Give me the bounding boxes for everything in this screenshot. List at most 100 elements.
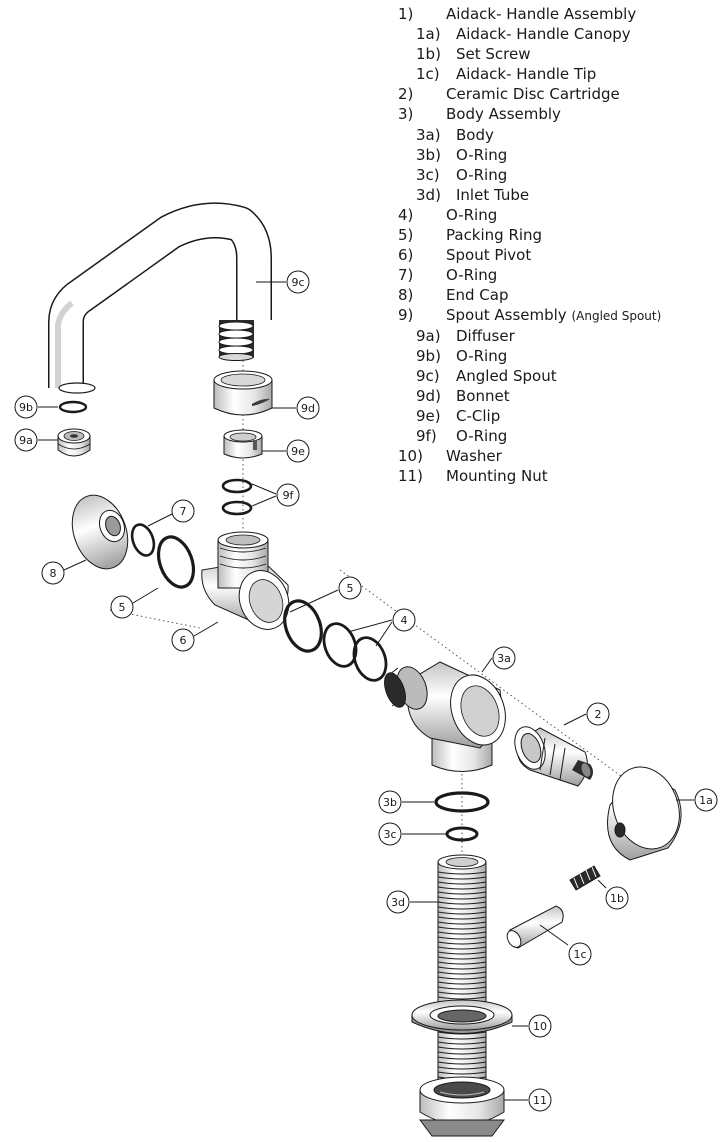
parts-list-item: 9c)Angled Spout [398, 366, 723, 386]
svg-text:3c: 3c [383, 828, 396, 841]
svg-text:1b: 1b [610, 892, 624, 905]
part-name-text: O-Ring [456, 426, 508, 445]
packing-ring-right-part [283, 599, 323, 653]
spout-pivot-part [201, 531, 290, 630]
callout-3c: 3c [378, 822, 402, 846]
part-number: 8) [398, 286, 414, 305]
parts-list-item: 9)Spout Assembly (Angled Spout) [398, 305, 723, 325]
part-number: 9a) [416, 326, 441, 345]
o-ring-3b-part [434, 791, 490, 813]
handle-canopy-part [607, 766, 682, 861]
part-number: 1c) [416, 65, 440, 84]
diffuser-part [57, 428, 91, 457]
svg-text:10: 10 [533, 1020, 547, 1033]
parts-list-item: 1b)Set Screw [398, 44, 723, 64]
part-name-text: Spout Pivot [446, 246, 532, 265]
part-name-text: Body [456, 125, 494, 144]
callout-3b: 3b [378, 790, 402, 814]
set-screw-part [569, 865, 601, 891]
callout-6: 6 [171, 628, 195, 652]
parts-list-item: 1a)Aidack- Handle Canopy [398, 24, 723, 44]
svg-text:9e: 9e [291, 445, 305, 458]
part-name: O-Ring [456, 346, 507, 366]
svg-text:5: 5 [119, 601, 126, 614]
end-cap-part [71, 494, 129, 570]
callout-9b: 9b [14, 395, 38, 419]
part-name: Aidack- Handle Assembly [446, 4, 636, 24]
part-name-text: O-Ring [446, 266, 498, 285]
parts-list-item: 6) Spout Pivot [398, 245, 723, 265]
part-name: Inlet Tube [456, 185, 529, 205]
part-number: 10) [398, 447, 423, 466]
part-name-text: Ceramic Disc Cartridge [446, 85, 620, 104]
part-name: Angled Spout [456, 366, 557, 386]
o-ring-3c-part [445, 826, 479, 842]
part-name: Bonnet [456, 386, 510, 406]
parts-list-item: 1c) Aidack- Handle Tip [398, 64, 723, 84]
part-number: 3b) [416, 145, 441, 164]
part-name-text: Set Screw [456, 45, 531, 64]
svg-text:9a: 9a [19, 434, 33, 447]
callout-8: 8 [41, 561, 65, 585]
part-number: 9d) [416, 386, 441, 405]
part-name: Aidack- Handle Canopy [456, 24, 631, 44]
parts-list-item: 3b) O-Ring [398, 145, 723, 165]
part-number: 7) [398, 266, 414, 285]
part-name-text: Aidack- Handle Tip [456, 65, 597, 84]
part-name: O-Ring [456, 426, 507, 446]
callout-1b: 1b [605, 886, 629, 910]
part-name: O-Ring [446, 205, 497, 225]
part-number: 2) [398, 85, 414, 104]
parts-list-item: 11)Mounting Nut [398, 466, 723, 486]
parts-list-item: 9b) O-Ring [398, 346, 723, 366]
svg-text:1a: 1a [699, 794, 713, 807]
svg-text:7: 7 [180, 505, 187, 518]
part-number: 3) [398, 105, 414, 124]
svg-text:8: 8 [50, 567, 57, 580]
part-name: C-Clip [456, 406, 500, 426]
svg-text:3a: 3a [497, 652, 511, 665]
part-name-text: End Cap [446, 286, 509, 305]
part-number: 6) [398, 246, 414, 265]
svg-text:9b: 9b [19, 401, 33, 414]
svg-text:3d: 3d [391, 896, 405, 909]
o-rings-4-part [322, 622, 388, 682]
part-number: 9b) [416, 346, 441, 365]
part-note: (Angled Spout) [571, 309, 662, 324]
part-number: 4) [398, 205, 414, 224]
o-rings-9f-part [221, 478, 253, 516]
part-name-text: Spout Assembly [446, 306, 567, 325]
parts-list-item: 9f)O-Ring [398, 426, 723, 446]
washer-part [411, 999, 513, 1034]
callout-1a: 1a [694, 788, 718, 812]
part-name: Mounting Nut [446, 466, 548, 486]
callout-10: 10 [528, 1014, 552, 1038]
part-name-text: O-Ring [456, 145, 508, 164]
inlet-tube-part [437, 854, 487, 1091]
callout-9d: 9d [296, 396, 320, 420]
mounting-nut-part [419, 1076, 505, 1137]
part-name: Diffuser [456, 326, 515, 346]
svg-text:4: 4 [401, 614, 408, 627]
c-clip-part [223, 429, 263, 459]
spout-thread-bands [218, 320, 254, 361]
callout-9f: 9f [276, 483, 300, 507]
angled-spout-part [48, 202, 272, 394]
svg-text:3b: 3b [383, 796, 397, 809]
part-name-text: C-Clip [456, 406, 501, 425]
part-name: Body [456, 125, 494, 145]
part-name-text: O-Ring [456, 346, 508, 365]
part-number: 3c) [416, 165, 440, 184]
callout-5-right: 5 [338, 576, 362, 600]
part-number: 3a) [416, 125, 441, 144]
parts-list-item: 3d)Inlet Tube [398, 185, 723, 205]
part-name: O-Ring [456, 165, 507, 185]
svg-text:5: 5 [347, 582, 354, 595]
svg-text:2: 2 [595, 708, 602, 721]
body-part [384, 661, 506, 772]
callout-5-left: 5 [110, 595, 134, 619]
svg-text:6: 6 [180, 634, 187, 647]
parts-list-item: 3)Body Assembly [398, 104, 723, 124]
part-name: O-Ring [456, 145, 507, 165]
